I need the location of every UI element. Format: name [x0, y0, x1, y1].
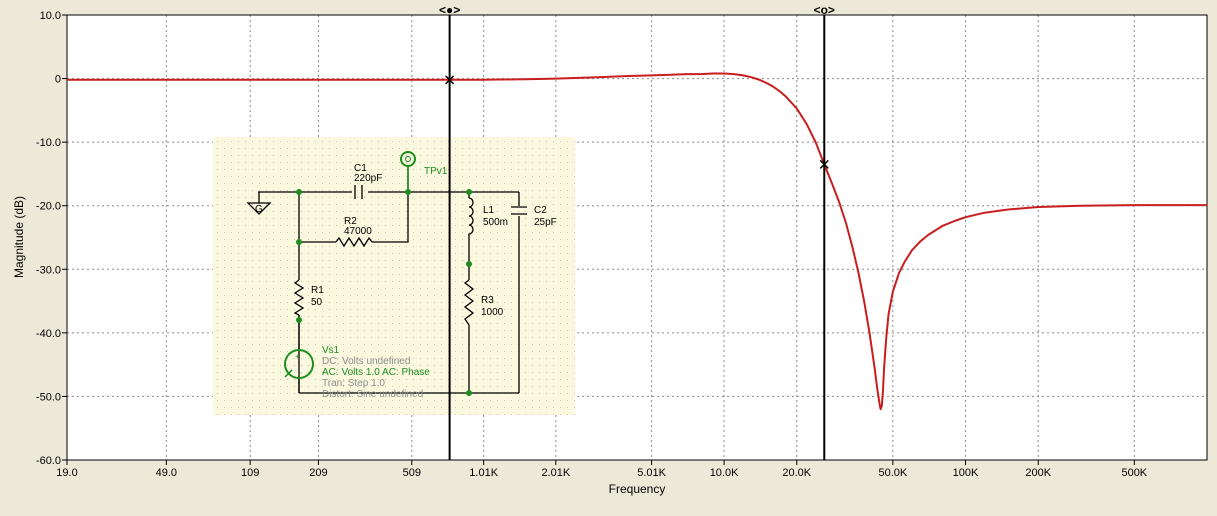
x-tick-label: 1.01K	[469, 467, 498, 479]
capacitor-c1	[354, 185, 363, 199]
l1-value-label: 500m	[483, 217, 508, 228]
r1-value-label: 50	[311, 297, 323, 308]
r3-value-label: 1000	[481, 307, 504, 318]
capacitor-c2	[511, 206, 527, 215]
c1-name-label: C1	[354, 163, 367, 174]
y-tick-label: -60.0	[36, 455, 61, 467]
x-axis-label: Frequency	[609, 482, 666, 496]
y-tick-label: 0	[55, 74, 61, 86]
cursor-marker	[445, 75, 455, 85]
r3-name-label: R3	[481, 295, 494, 306]
y-tick-label: -10.0	[36, 137, 61, 149]
plot-border	[66, 14, 1208, 461]
resistor-r2	[335, 236, 373, 248]
y-tick-label: -40.0	[36, 328, 61, 340]
y-tick-label: -20.0	[36, 201, 61, 213]
svg-text:G: G	[255, 204, 263, 215]
junction-nodes	[296, 189, 472, 396]
circuit-schematic: G + -	[213, 137, 575, 415]
x-tick-label: 20.0K	[782, 467, 811, 479]
x-tick-label: 2.01K	[541, 467, 570, 479]
x-tick-label: 500K	[1121, 467, 1147, 479]
vs1-ac-label: AC: Volts 1.0 AC: Phase	[322, 367, 430, 378]
cursor-handle[interactable]: <o>	[814, 3, 835, 17]
r2-value-label: 47000	[344, 226, 372, 237]
r1-name-label: R1	[311, 285, 324, 296]
cursors-group[interactable]: <●> <o>	[439, 3, 835, 460]
l1-name-label: L1	[483, 205, 495, 216]
c2-name-label: C2	[534, 205, 547, 216]
x-tick-label: 5.01K	[637, 467, 666, 479]
svg-text:+: +	[295, 352, 300, 361]
x-tick-label: 100K	[953, 467, 979, 479]
x-tick-label: 209	[309, 467, 327, 479]
x-tick-label: 200K	[1025, 467, 1051, 479]
y-tick-label: -50.0	[36, 391, 61, 403]
vs1-name-label: Vs1	[322, 345, 340, 356]
ground-symbol: G	[246, 192, 272, 215]
vs1-distort-label: Distort: Sine undefined	[322, 389, 423, 400]
cursor-handle[interactable]: <●>	[439, 3, 460, 17]
x-axis-ticks: 19.0 49.0 109 209 509 1.01K 2.01K 5.01K 10.0K 20.…	[56, 460, 1148, 479]
resistor-r3	[463, 279, 475, 326]
cursor-marker	[819, 159, 829, 169]
x-tick-label: 509	[403, 467, 421, 479]
vs1-tran-label: Tran: Step 1.0	[322, 378, 385, 389]
vs1-dc-label: DC: Volts undefined	[322, 356, 410, 367]
c1-value-label: 220pF	[354, 173, 382, 184]
c2-value-label: 25pF	[534, 217, 557, 228]
magnitude-series-line	[67, 72, 1207, 411]
svg-text:-: -	[298, 369, 301, 378]
series-group	[67, 72, 1207, 411]
test-point-tpv1	[400, 151, 416, 192]
x-tick-label: 50.0K	[878, 467, 907, 479]
tpv1-label: TPv1	[424, 166, 448, 177]
y-tick-label: -30.0	[36, 264, 61, 276]
x-tick-label: 49.0	[156, 467, 177, 479]
x-tick-label: 10.0K	[710, 467, 739, 479]
x-tick-label: 109	[241, 467, 259, 479]
inductor-l1	[468, 197, 474, 236]
y-axis-ticks: 10.0 0 -10.0 -20.0 -30.0 -40.0 -50.0 -60.0	[36, 10, 67, 467]
x-tick-label: 19.0	[56, 467, 77, 479]
y-axis-label: Magnitude (dB)	[12, 196, 26, 278]
r2-name-label: R2	[344, 216, 357, 227]
resistor-r1	[293, 279, 305, 316]
y-tick-label: 10.0	[40, 10, 61, 22]
